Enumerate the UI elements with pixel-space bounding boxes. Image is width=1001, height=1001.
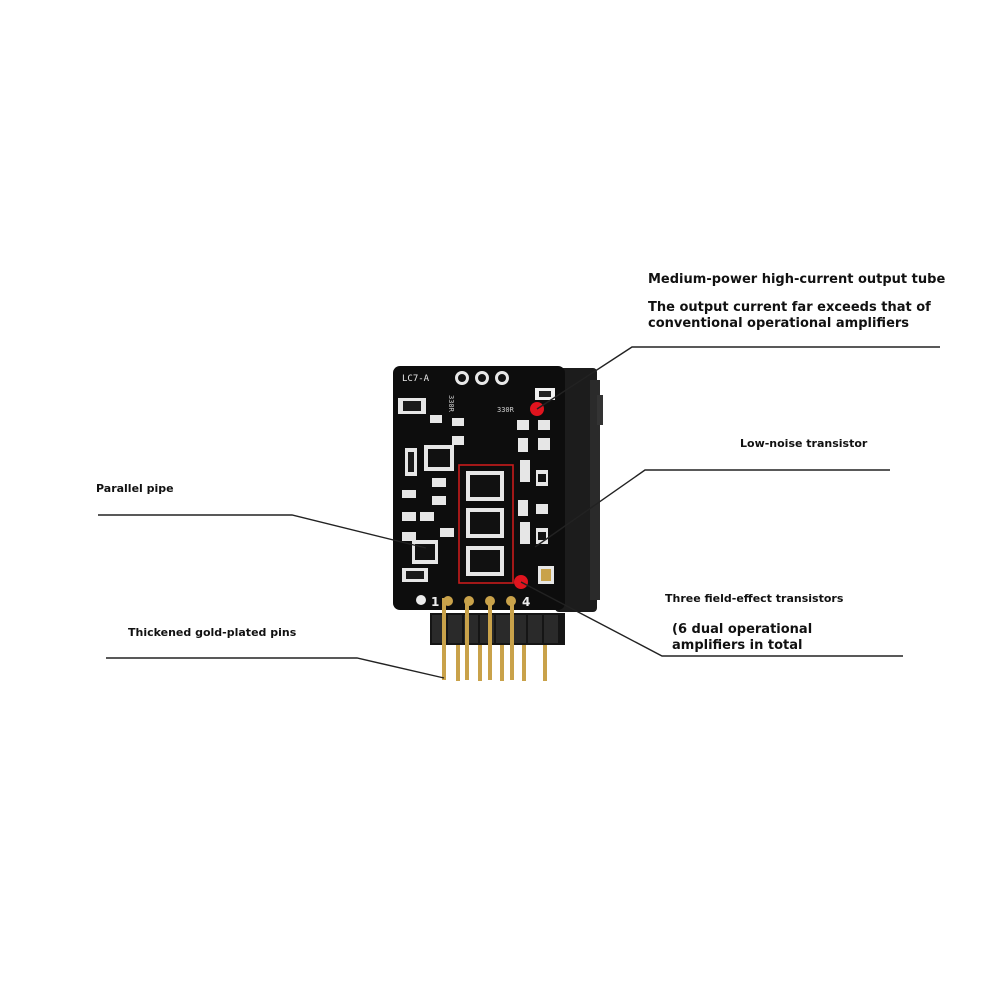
label-fet-desc-2: amplifiers in total [672, 638, 803, 653]
top-transistor [455, 371, 509, 385]
label-fet-title: Three field-effect transistors [665, 592, 844, 605]
parallel-pipe-chip [412, 540, 438, 564]
pin-number-1: 1 [431, 595, 439, 609]
leader-line-fet [520, 581, 903, 657]
label-output-tube-desc-1: The output current far exceeds that of [648, 300, 931, 315]
module-side-layer [555, 368, 603, 612]
label-fet-desc-1: (6 dual operational [672, 622, 813, 637]
leader-line-pins [106, 657, 445, 679]
pin-number-4: 4 [522, 595, 530, 609]
right-components [517, 420, 554, 584]
label-low-noise-transistor: Low-noise transistor [740, 437, 868, 450]
leader-line-low-noise [534, 469, 890, 548]
silk-code-1: 330R [447, 395, 455, 413]
output-tube-component [535, 388, 555, 400]
gold-pins [442, 598, 547, 681]
fet-highlight-box [458, 464, 514, 584]
label-parallel-pipe: Parallel pipe [96, 482, 174, 495]
label-gold-plated-pins: Thickened gold-plated pins [128, 626, 297, 639]
pcb-board: LC7-A 330R 330R [393, 366, 565, 610]
left-components [398, 398, 464, 582]
label-output-tube-desc-2: conventional operational amplifiers [648, 316, 910, 331]
leader-line-parallel-pipe [98, 514, 427, 549]
fet-chips [466, 471, 504, 576]
label-output-tube-title: Medium-power high-current output tube [648, 272, 946, 287]
leader-line-output-tube [536, 346, 940, 410]
silk-code-2: 330R [497, 406, 515, 414]
board-model-label: LC7-A [402, 374, 430, 384]
pin-header [430, 613, 565, 645]
